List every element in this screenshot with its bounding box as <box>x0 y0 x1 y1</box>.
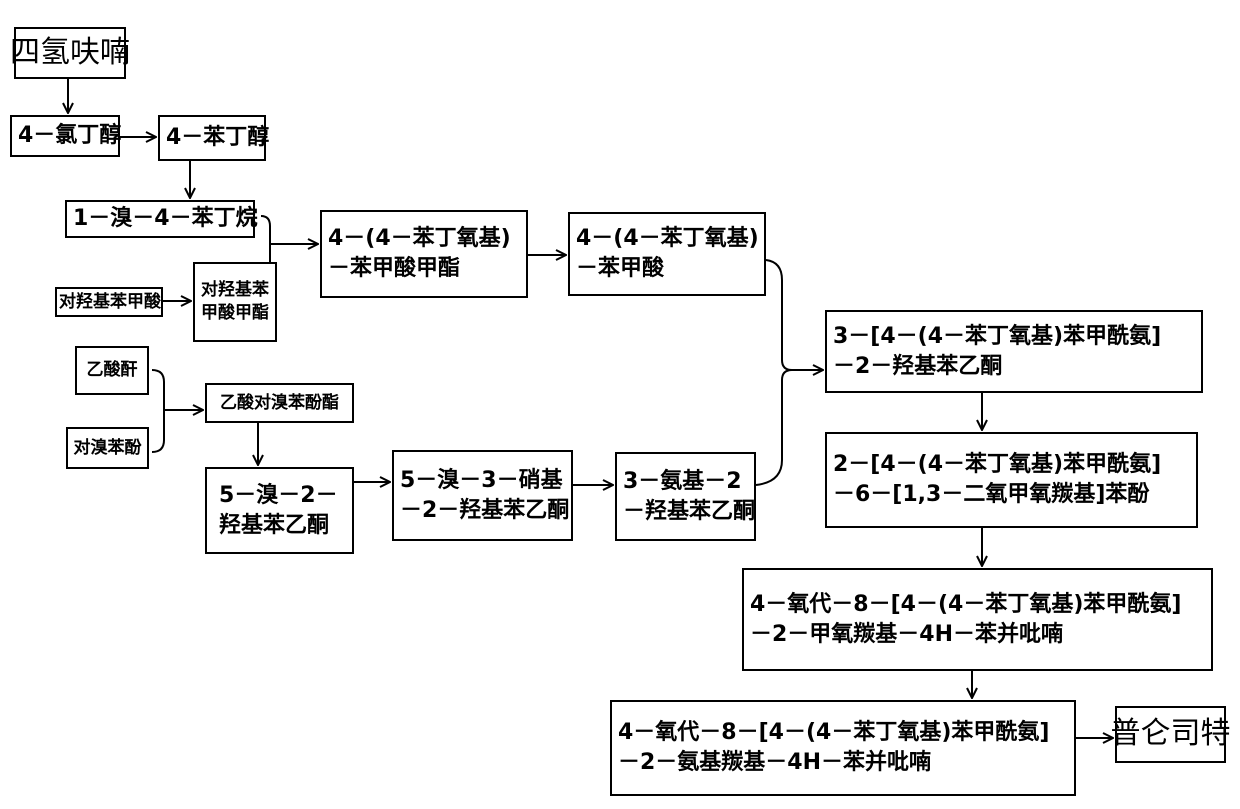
node-label: 4－(4－苯丁氧基) <box>328 224 520 254</box>
node-label: 四氢呋喃 <box>10 33 130 74</box>
node-label: 5－溴－3－硝基 <box>400 466 565 496</box>
node-thf: 四氢呋喃 <box>14 27 126 79</box>
node-amide-ketone: 3－[4－(4－苯丁氧基)苯甲酰氨] －2－羟基苯乙酮 <box>825 310 1203 393</box>
node-label: 对溴苯酚 <box>74 437 142 460</box>
node-label: －2－氨基羰基－4H－苯并吡喃 <box>618 748 1068 778</box>
node-label: 2－[4－(4－苯丁氧基)苯甲酰氨] <box>833 450 1190 480</box>
node-label: 4－(4－苯丁氧基) <box>576 224 758 254</box>
node-methyl-hydroxybenzoate: 对羟基苯 甲酸甲酯 <box>193 262 277 342</box>
node-bromophenyl-acetate: 乙酸对溴苯酚酯 <box>205 383 354 423</box>
node-phenylbutanol: 4－苯丁醇 <box>158 115 266 161</box>
node-hydroxybenzoic-acid: 对羟基苯甲酸 <box>55 287 163 317</box>
node-label: －2－羟基苯乙酮 <box>833 352 1195 382</box>
node-label: 乙酸对溴苯酚酯 <box>220 392 339 415</box>
brace-2-bottom <box>756 370 792 485</box>
node-label: －6－[1,3－二氧甲氧羰基]苯酚 <box>833 480 1190 510</box>
node-pranlukast: 普仑司特 <box>1115 706 1226 763</box>
node-label: 3－[4－(4－苯丁氧基)苯甲酰氨] <box>833 322 1195 352</box>
brace-2-top <box>766 260 792 370</box>
node-label: －苯甲酸 <box>576 254 758 284</box>
node-bromophenylbutane: 1－溴－4－苯丁烷 <box>65 200 255 238</box>
node-label: 甲酸甲酯 <box>201 302 269 325</box>
node-amino-hydroxyacetophenone: 3－氨基－2 －羟基苯乙酮 <box>615 452 756 541</box>
node-label: －2－甲氧羰基－4H－苯并吡喃 <box>750 620 1205 650</box>
node-label: －苯甲酸甲酯 <box>328 254 520 284</box>
node-methoxycarbonyl-chromone: 4－氧代－8－[4－(4－苯丁氧基)苯甲酰氨] －2－甲氧羰基－4H－苯并吡喃 <box>742 568 1213 671</box>
node-label: 4－苯丁醇 <box>166 123 258 153</box>
node-chlorobutanol: 4－氯丁醇 <box>10 115 120 157</box>
node-label: 4－氧代－8－[4－(4－苯丁氧基)苯甲酰氨] <box>750 590 1205 620</box>
node-label: 4－氧代－8－[4－(4－苯丁氧基)苯甲酰氨] <box>618 718 1068 748</box>
node-acetic-anhydride: 乙酸酐 <box>75 346 149 395</box>
node-label: 乙酸酐 <box>87 359 138 382</box>
node-label: 3－氨基－2 <box>623 467 748 497</box>
node-label: 普仑司特 <box>1111 714 1231 755</box>
node-bromo-hydroxyacetophenone: 5－溴－2－ 羟基苯乙酮 <box>205 467 354 554</box>
node-label: －羟基苯乙酮 <box>623 497 748 527</box>
node-label: 羟基苯乙酮 <box>219 511 346 541</box>
node-methyl-ester: 4－(4－苯丁氧基) －苯甲酸甲酯 <box>320 210 528 298</box>
node-label: 对羟基苯甲酸 <box>59 291 159 314</box>
node-label: 1－溴－4－苯丁烷 <box>73 204 247 234</box>
node-aminocarbonyl-chromone: 4－氧代－8－[4－(4－苯丁氧基)苯甲酰氨] －2－氨基羰基－4H－苯并吡喃 <box>610 700 1076 796</box>
node-bromophenol: 对溴苯酚 <box>66 427 149 469</box>
node-amide-phenol: 2－[4－(4－苯丁氧基)苯甲酰氨] －6－[1,3－二氧甲氧羰基]苯酚 <box>825 432 1198 528</box>
node-label: 4－氯丁醇 <box>18 121 112 151</box>
node-label: 对羟基苯 <box>201 279 269 302</box>
node-label: －2－羟基苯乙酮 <box>400 496 565 526</box>
node-label: 5－溴－2－ <box>219 481 346 511</box>
node-benzoic-acid: 4－(4－苯丁氧基) －苯甲酸 <box>568 212 766 296</box>
node-bromo-nitro: 5－溴－3－硝基 －2－羟基苯乙酮 <box>392 450 573 541</box>
